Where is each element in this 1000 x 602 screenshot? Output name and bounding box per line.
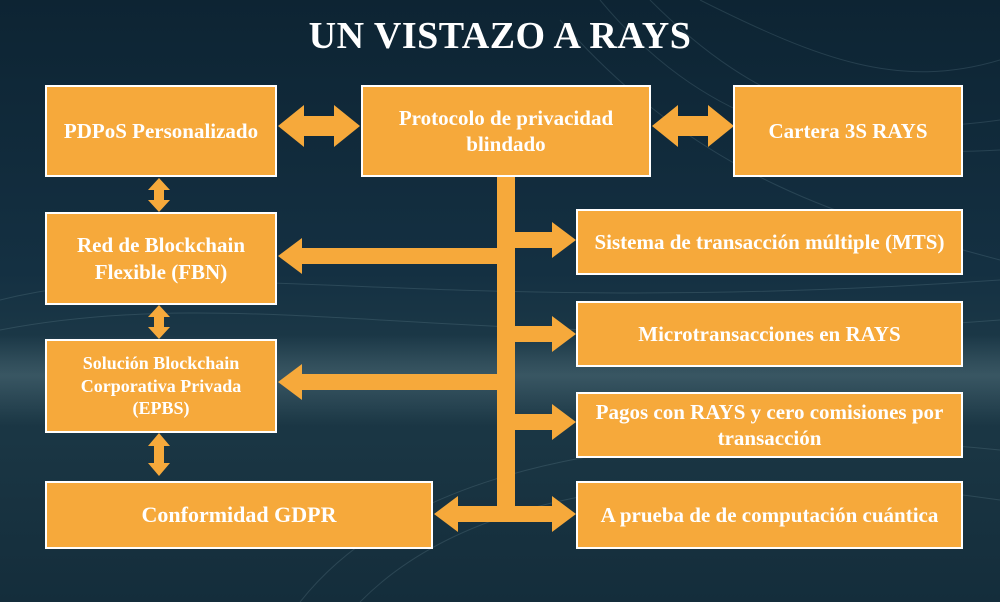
box-wallet: Cartera 3S RAYS (733, 85, 963, 177)
box-micro: Microtransacciones en RAYS (576, 301, 963, 367)
box-mts: Sistema de transacción múltiple (MTS) (576, 209, 963, 275)
box-gdpr: Conformidad GDPR (45, 481, 433, 549)
box-epbs: Solución Blockchain Corporativa Privada … (45, 339, 277, 433)
arrow-to-mts (505, 222, 576, 258)
arrow-pdpos-fbn (148, 178, 170, 212)
arrow-fbn-epbs (148, 305, 170, 339)
arrow-to-micro (505, 316, 576, 352)
arrow-to-epbs (278, 364, 505, 400)
arrow-gdpr-quantum (434, 496, 576, 532)
box-pdpos: PDPoS Personalizado (45, 85, 277, 177)
arrow-protocol-wallet (652, 105, 734, 147)
box-fbn: Red de Blockchain Flexible (FBN) (45, 212, 277, 305)
arrow-to-payments (505, 404, 576, 440)
arrow-pdpos-protocol (278, 105, 360, 147)
box-payments: Pagos con RAYS y cero comisiones por tra… (576, 392, 963, 458)
box-quantum: A prueba de de computación cuántica (576, 481, 963, 549)
box-protocol: Protocolo de privacidad blindado (361, 85, 651, 177)
arrow-epbs-gdpr (148, 433, 170, 476)
arrow-to-fbn (278, 238, 505, 274)
page-title: UN VISTAZO A RAYS (308, 15, 692, 57)
